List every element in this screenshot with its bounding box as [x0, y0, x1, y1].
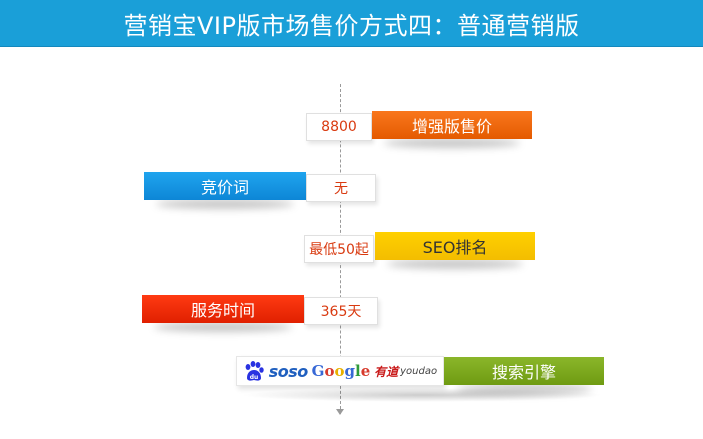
- value-tab-service: 365天: [304, 297, 378, 325]
- google-letter: e: [360, 362, 371, 380]
- svg-text:du: du: [250, 374, 259, 381]
- bottom-shadow: [240, 388, 604, 402]
- label-enhanced-price-text: 增强版售价: [411, 117, 492, 136]
- google-letter: G: [311, 362, 325, 380]
- page-title: 营销宝VIP版市场售价方式四：普通营销版: [123, 11, 580, 40]
- youdao-logo: 有道 youdao: [374, 363, 437, 380]
- label-enhanced-price: 增强版售价: [372, 111, 532, 139]
- label-search-engine-text: 搜索引擎: [491, 363, 556, 382]
- google-letter: l: [354, 362, 361, 380]
- soso-logo: soso: [268, 361, 309, 381]
- header-bar: 营销宝VIP版市场售价方式四：普通营销版: [0, 0, 703, 47]
- value-price: 8800: [321, 119, 357, 135]
- axis-arrow-icon: [336, 409, 344, 415]
- label-bid-words: 竞价词: [144, 172, 306, 200]
- google-letter: o: [324, 362, 335, 380]
- google-letter: o: [334, 362, 345, 380]
- label-search-engine: 搜索引擎: [444, 357, 604, 385]
- youdao-latin: youdao: [400, 365, 438, 377]
- value-seo: 最低50起: [309, 242, 369, 258]
- value-service: 365天: [320, 304, 362, 320]
- value-bid: 无: [334, 181, 348, 197]
- value-tab-bid: 无: [306, 174, 376, 202]
- google-letter: g: [344, 362, 355, 380]
- label-service-time: 服务时间: [142, 295, 304, 323]
- youdao-cn: 有道: [374, 364, 399, 379]
- label-seo-rank-text: SEO排名: [422, 238, 488, 257]
- label-service-time-text: 服务时间: [190, 301, 255, 320]
- baidu-logo-icon: du: [243, 360, 265, 382]
- label-seo-rank: SEO排名: [375, 232, 535, 260]
- label-bid-words-text: 竞价词: [200, 178, 249, 197]
- value-tab-price: 8800: [306, 113, 372, 141]
- value-tab-seo: 最低50起: [304, 235, 374, 263]
